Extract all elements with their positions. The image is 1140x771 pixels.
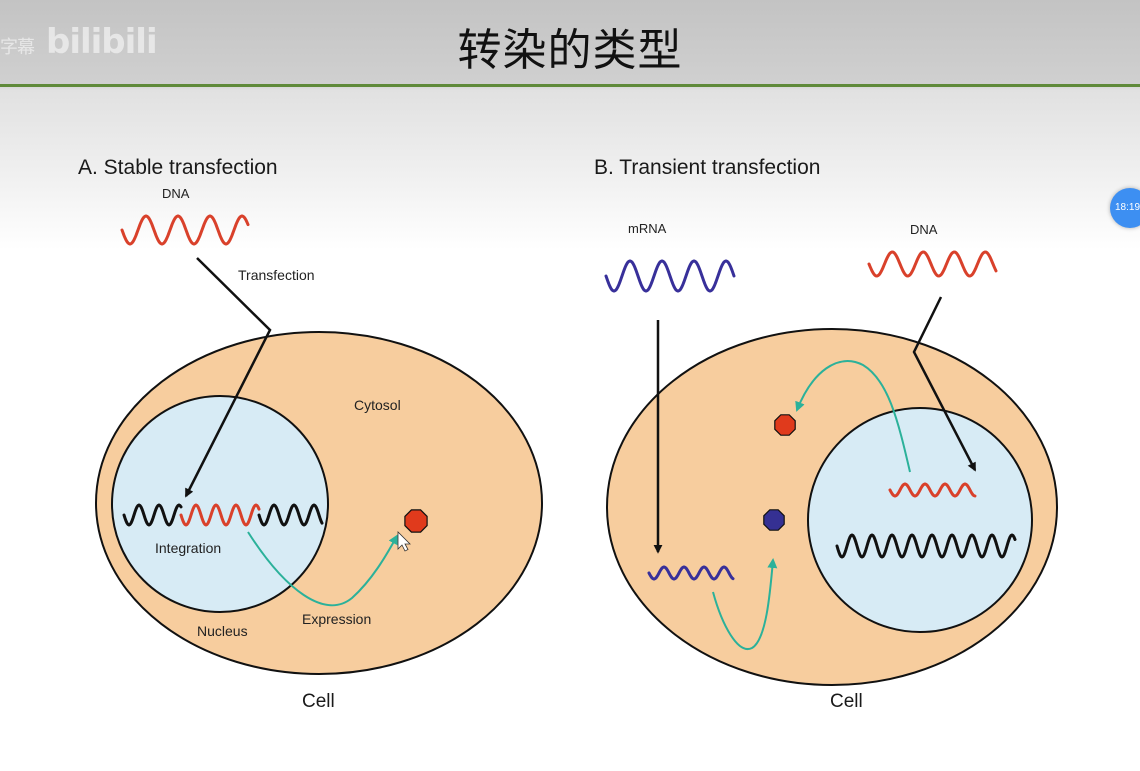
protein-octagon-icon <box>404 509 428 533</box>
nucleus-a <box>111 395 329 613</box>
panel-a-dna-label: DNA <box>162 186 190 201</box>
panel-b-cell-label: Cell <box>830 691 863 712</box>
chromosome-dna <box>835 533 1017 559</box>
time-badge[interactable]: 18:19 <box>1110 188 1140 228</box>
slide-title: 转染的类型 <box>457 25 683 76</box>
cytosol-label: Cytosol <box>354 397 401 413</box>
mouse-cursor-icon <box>397 531 411 552</box>
panel-a-cell-label: Cell <box>302 691 335 712</box>
panel-b-title: B. Transient transfection <box>594 156 820 179</box>
integration-label: Integration <box>155 540 221 556</box>
panel-stable-transfection: A. Stable transfection DNA Transfection … <box>78 156 543 712</box>
watermark-caption: 字幕 <box>0 37 35 58</box>
nuclear-transfected-dna <box>888 482 977 498</box>
title-bar-background <box>0 0 1140 250</box>
integrated-dna <box>179 503 261 527</box>
watermark-logo-text: bilibili <box>46 22 158 62</box>
bilibili-watermark: 字幕 bilibili <box>0 22 158 62</box>
mrna-expression-arrow <box>712 558 778 650</box>
panel-b-dna-label: DNA <box>910 222 938 237</box>
panel-transient-transfection: B. Transient transfection mRNA DNA Cell <box>594 156 1058 712</box>
dna-wave-icon <box>120 214 250 246</box>
nucleus-label: Nucleus <box>197 623 248 639</box>
dna-wave-icon <box>867 250 998 278</box>
protein-octagon-icon <box>774 414 796 436</box>
transfection-arrow <box>184 257 272 498</box>
mrna-label: mRNA <box>628 221 667 236</box>
expression-label: Expression <box>302 611 371 627</box>
dna-expression-arrow <box>795 360 911 473</box>
chromosome-dna-left <box>122 503 183 527</box>
protein-octagon-icon <box>763 509 785 531</box>
mrna-wave-icon <box>604 259 736 293</box>
cytosolic-mrna <box>647 565 735 581</box>
expression-arrow <box>247 531 398 607</box>
title-divider <box>0 84 1140 87</box>
nucleus-b <box>807 407 1033 633</box>
dna-entry-arrow <box>912 296 977 472</box>
chromosome-dna-right <box>257 503 324 527</box>
transfection-label: Transfection <box>238 267 315 283</box>
panel-a-title: A. Stable transfection <box>78 156 278 179</box>
